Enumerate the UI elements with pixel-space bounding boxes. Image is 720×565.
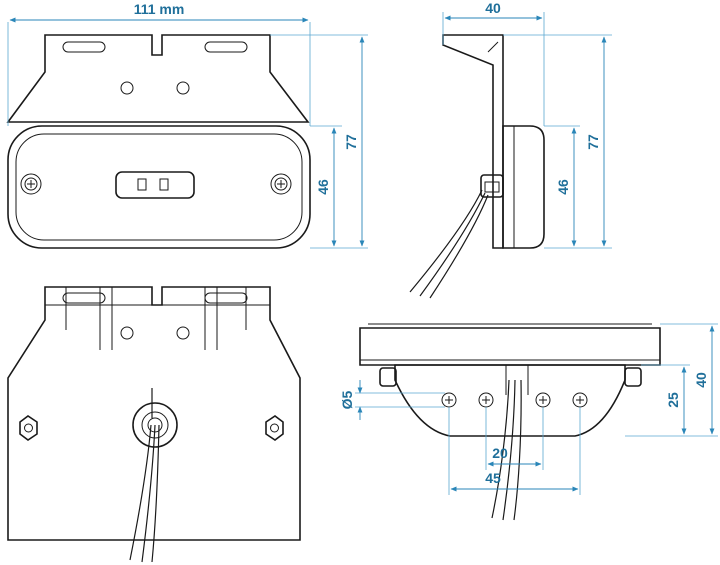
hex-nut-right-icon bbox=[265, 415, 284, 441]
bottom-height-body-label: 25 bbox=[665, 392, 681, 408]
side-height-total-label: 77 bbox=[585, 134, 601, 150]
side-view: 40 77 46 bbox=[409, 0, 612, 299]
front-height-lamp-label: 46 bbox=[315, 179, 331, 195]
mount-hole-4-icon bbox=[572, 392, 588, 408]
screw-right-icon bbox=[270, 173, 292, 195]
hole-spacing-outer-label: 45 bbox=[485, 470, 501, 486]
side-height-lamp-label: 46 bbox=[555, 179, 571, 195]
bottom-view: Ø5 20 45 40 25 bbox=[339, 323, 718, 521]
hole-spacing-inner-label: 20 bbox=[492, 445, 508, 461]
front-height-total-label: 77 bbox=[343, 134, 359, 150]
hole-diameter-label: Ø5 bbox=[339, 390, 355, 409]
hex-nut-left-icon bbox=[19, 415, 38, 441]
front-width-label: 111 mm bbox=[134, 1, 185, 17]
mount-hole-2-icon bbox=[478, 392, 494, 408]
screw-left-icon bbox=[20, 173, 42, 195]
mount-hole-1-icon bbox=[441, 392, 457, 408]
rear-view bbox=[7, 286, 301, 563]
bottom-height-total-label: 40 bbox=[693, 372, 709, 388]
mount-hole-3-icon bbox=[535, 392, 551, 408]
front-view: 111 mm 77 46 bbox=[6, 1, 368, 249]
side-depth-label: 40 bbox=[485, 0, 501, 16]
